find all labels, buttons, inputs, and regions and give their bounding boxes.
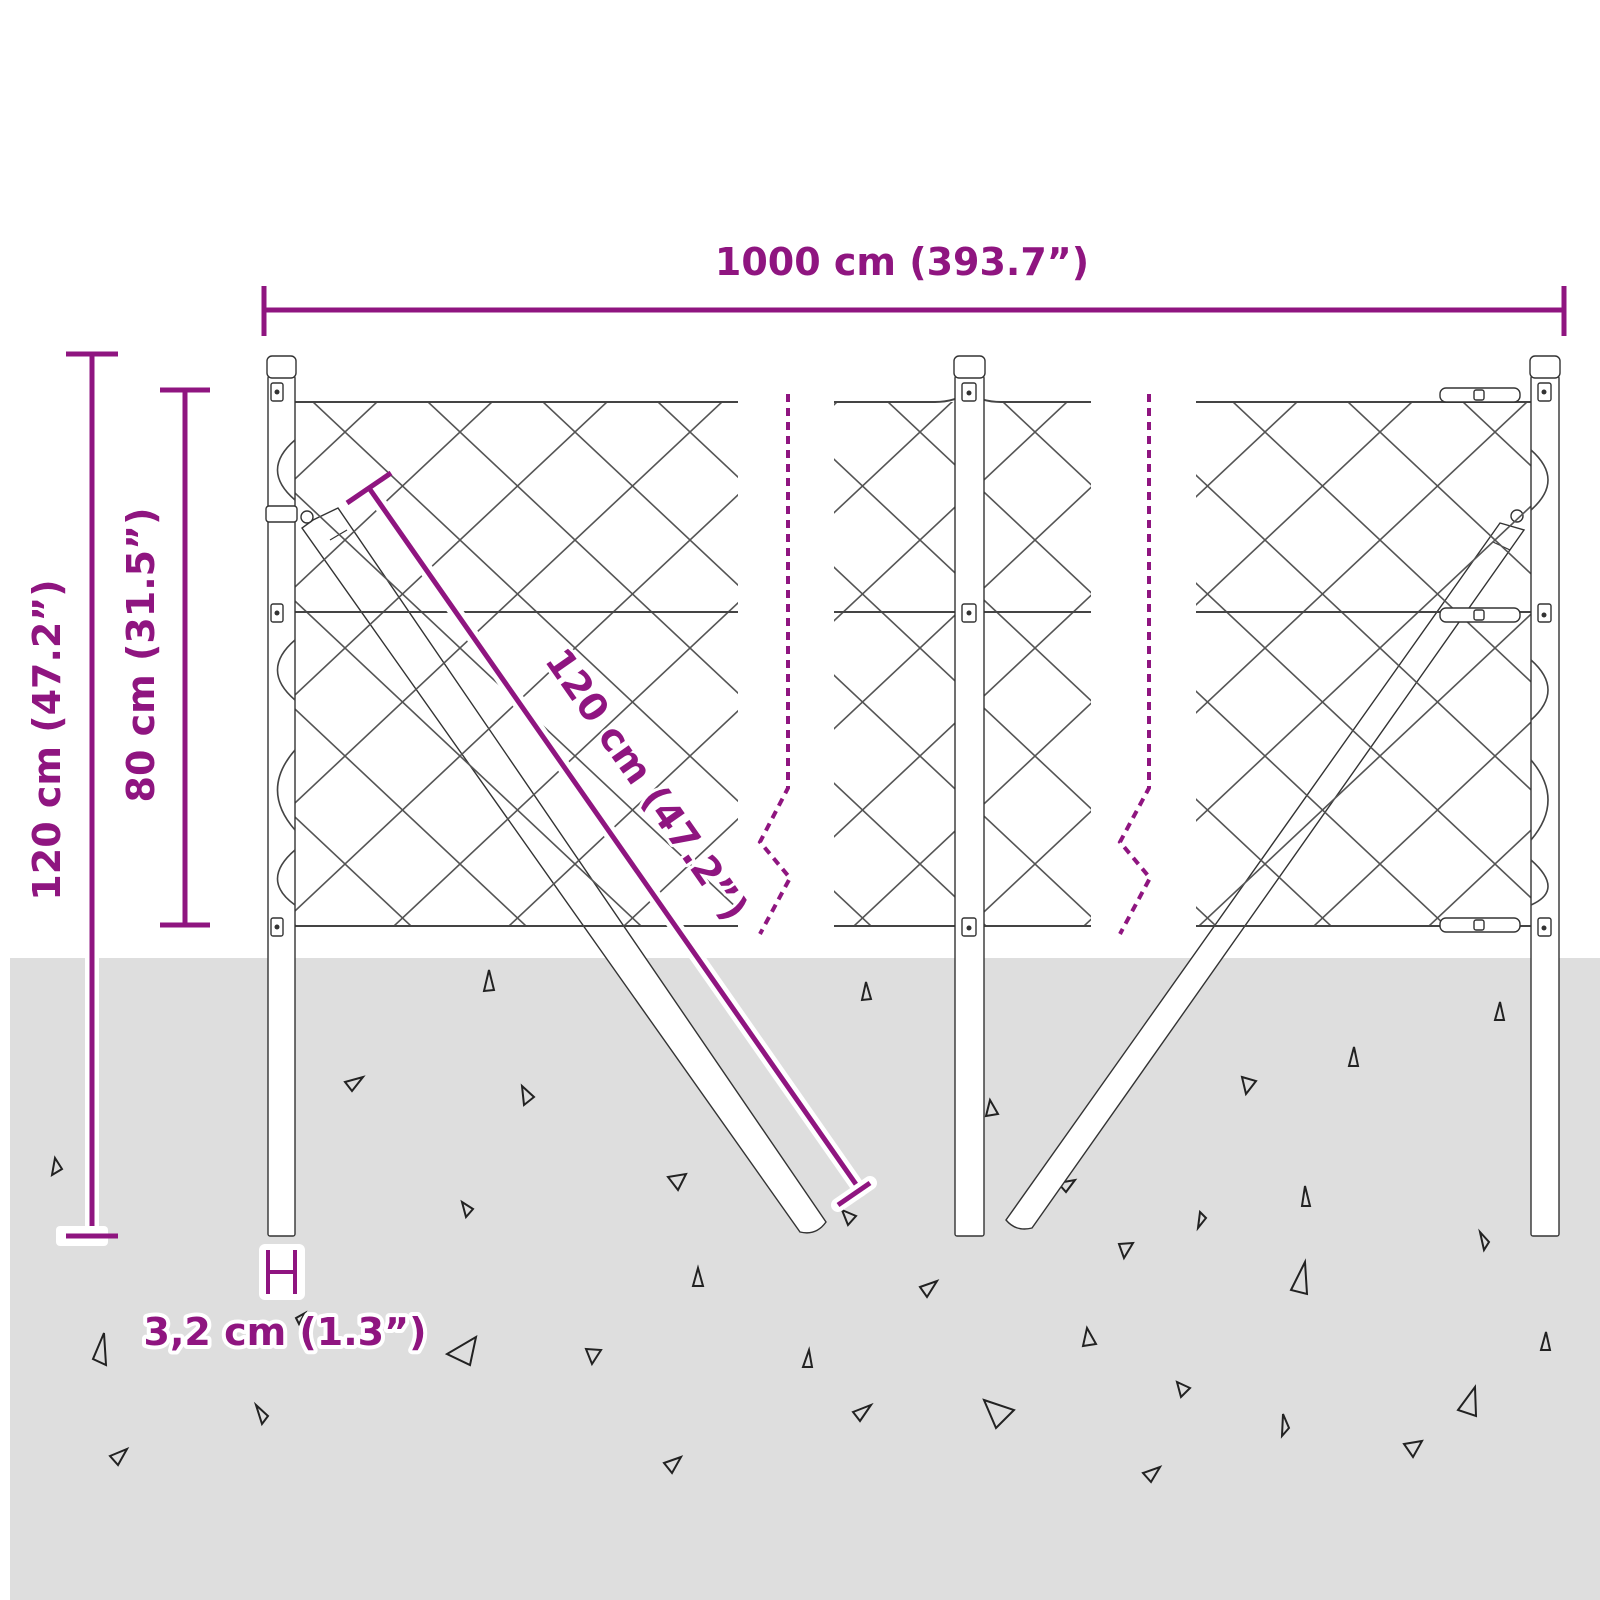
end-post-left — [265, 355, 298, 1237]
total-length-label: 1000 cm (393.7”) — [715, 240, 1089, 284]
gravel-stones — [50, 969, 1552, 1484]
post-height-label: 120 cm (47.2”) — [25, 579, 69, 900]
middle-post — [953, 355, 986, 1237]
break-marker-right — [1117, 394, 1153, 935]
ground — [10, 958, 1600, 1600]
fence-height-dimension: 80 cm (31.5”) — [119, 387, 210, 928]
post-height-dimension: 120 cm (47.2”) — [25, 351, 118, 1246]
total-length-dimension: 1000 cm (393.7”) — [261, 240, 1567, 336]
fence-height-label: 80 cm (31.5”) — [119, 508, 163, 803]
mesh-panel-right — [1196, 401, 1531, 927]
post-diameter-label: 3,2 cm (1.3”) — [144, 1310, 427, 1354]
end-post-right — [1439, 355, 1561, 1237]
post-diameter-dimension: 3,2 cm (1.3”) — [140, 1244, 430, 1358]
break-marker-left — [757, 394, 793, 935]
